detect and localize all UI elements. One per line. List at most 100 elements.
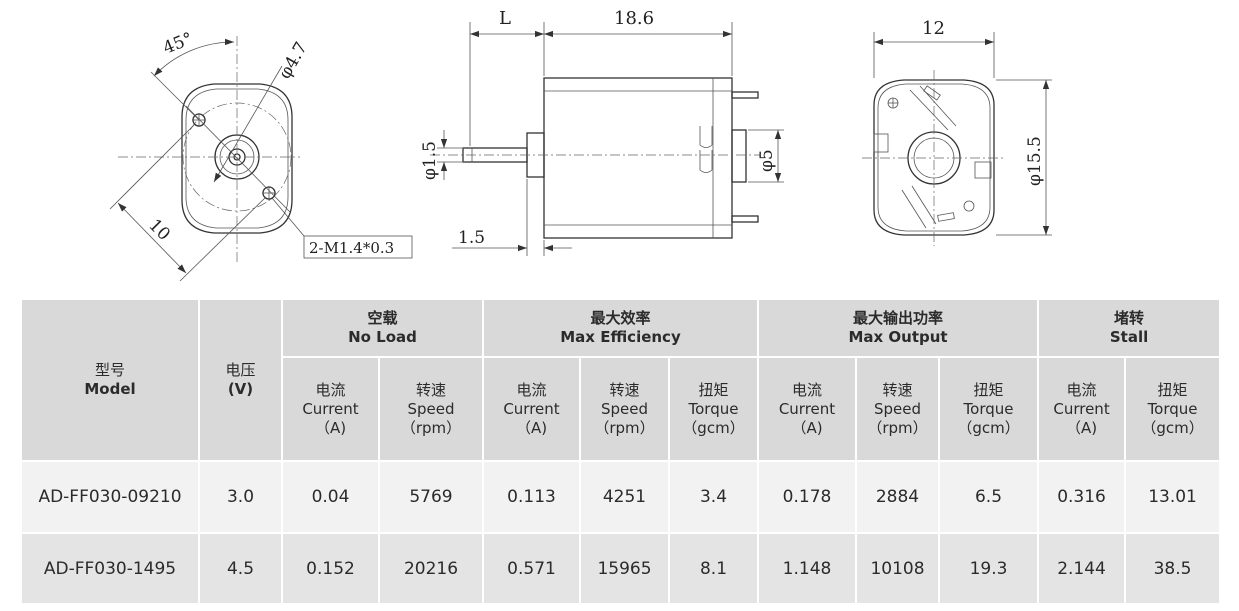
subheader-unit: （gcm） (1141, 418, 1204, 437)
table-cell: 1.148 (757, 532, 857, 605)
voltage-header-cn: 电压 (225, 361, 256, 379)
span-label: 10 (144, 215, 173, 244)
subheader-en: Torque (963, 399, 1014, 418)
rear-width-label: 12 (922, 18, 945, 39)
group-header-cn: 堵转 (1114, 309, 1145, 327)
table-row: AD-FF030-09210 3.0 0.04 5769 0.113 4251 … (20, 460, 1222, 534)
table-cell: 0.152 (281, 532, 380, 605)
table-cell: 0.113 (482, 460, 581, 534)
subheader-unit: （A) (515, 418, 548, 437)
front-view: 45° φ4.7 10 2-M1.4*0.3 (109, 29, 413, 282)
table-cell: 2.144 (1037, 532, 1127, 605)
screw-spec-label: 2-M1.4*0.3 (309, 239, 394, 257)
subheader-en: Speed (407, 399, 455, 418)
table-cell: 2884 (855, 460, 940, 534)
shaft-length-label: L (499, 8, 511, 29)
table-cell: 0.316 (1037, 460, 1127, 534)
subheader-cn: 电流 (791, 380, 822, 399)
table-cell: 3.0 (198, 460, 283, 534)
group-header-max-output: 最大输出功率 Max Output (756, 298, 1040, 358)
motor-spec-table: 型号 Model 电压 (V) 空载 No Load 最大效率 Max Effi… (20, 298, 1222, 605)
subheader-en: Current (503, 399, 560, 418)
table-cell: 20216 (378, 532, 484, 605)
motor-body (543, 77, 733, 239)
group-header-cn: 最大输出功率 (853, 309, 944, 327)
group-header-cn: 最大效率 (590, 309, 651, 327)
body-length-label: 18.6 (614, 8, 654, 29)
group-header-no-load: 空载 No Load (281, 298, 484, 358)
table-cell: 38.5 (1124, 532, 1222, 605)
table-cell: 4251 (579, 460, 670, 534)
table-cell: 5769 (378, 460, 484, 534)
subheader-en: Torque (688, 399, 739, 418)
table-cell: 3.4 (668, 460, 759, 534)
rear-height-label: φ15.5 (1025, 136, 1045, 186)
model-cell: AD-FF030-1495 (20, 532, 200, 605)
subheader-en: Current (302, 399, 359, 418)
model-cell: AD-FF030-09210 (20, 460, 200, 534)
rear-view-outline (873, 79, 995, 236)
table-cell: 0.04 (281, 460, 380, 534)
table-cell: 19.3 (937, 532, 1040, 605)
subheader-cn: 转速 (882, 380, 913, 399)
group-header-en: Stall (1109, 328, 1149, 346)
group-header-en: No Load (348, 328, 417, 346)
table-cell: 0.571 (482, 532, 581, 605)
model-header-en: Model (84, 380, 136, 398)
subheader-unit: （rpm） (400, 418, 462, 437)
table-cell: 0.178 (757, 460, 857, 534)
subheader-unit: （gcm） (682, 418, 745, 437)
model-header: 型号 Model (20, 298, 200, 462)
group-header-max-efficiency: 最大效率 Max Efficiency (482, 298, 759, 358)
subheader-unit: （A) (314, 418, 347, 437)
boss-diameter-label: φ5 (757, 149, 777, 172)
subheader-unit: （rpm） (867, 418, 928, 437)
shaft-diameter-label: φ1.5 (420, 141, 440, 180)
group-header-en: Max Efficiency (560, 328, 681, 346)
subheader-cn: 转速 (415, 380, 446, 399)
table-cell: 10108 (855, 532, 940, 605)
table-row: AD-FF030-1495 4.5 0.152 20216 0.571 1596… (20, 532, 1222, 605)
model-header-cn: 型号 (94, 361, 125, 379)
voltage-header: 电压 (V) (198, 298, 283, 462)
subheader-unit: （A) (791, 418, 823, 437)
subheader-cn: 电流 (516, 380, 547, 399)
subheader-unit: （rpm） (594, 418, 655, 437)
voltage-header-en: (V) (227, 380, 254, 398)
subheader-unit: （A) (1065, 418, 1098, 437)
subheader-cn: 转速 (609, 380, 640, 399)
table-cell: 15965 (579, 532, 670, 605)
table-cell: 13.01 (1124, 460, 1222, 534)
group-header-en: Max Output (848, 328, 948, 346)
subheader-en: Torque (1147, 399, 1198, 418)
table-cell: 8.1 (668, 532, 759, 605)
table-cell: 6.5 (937, 460, 1040, 534)
group-header-stall: 堵转 Stall (1037, 298, 1222, 358)
subheader-cn: 电流 (1066, 380, 1097, 399)
subheader-en: Current (1053, 399, 1110, 418)
side-view: L 18.6 φ1.5 1.5 φ5 (420, 8, 784, 256)
subheader-en: Speed (873, 399, 922, 418)
table-cell: 4.5 (198, 532, 283, 605)
boss-length-label: 1.5 (458, 228, 485, 248)
subheader-cn: 扭矩 (1157, 380, 1188, 399)
subheader-cn: 扭矩 (973, 380, 1004, 399)
subheader-cn: 电流 (315, 380, 346, 399)
rear-view: 12 φ15.5 (862, 18, 1052, 246)
angle-label: 45° (160, 29, 195, 59)
group-header-cn: 空载 (367, 309, 398, 327)
technical-drawing: 45° φ4.7 10 2-M1.4*0.3 (109, 8, 1052, 282)
front-view-outline (181, 83, 293, 234)
subheader-en: Current (778, 399, 836, 418)
hole-diameter-label: φ4.7 (275, 39, 312, 83)
